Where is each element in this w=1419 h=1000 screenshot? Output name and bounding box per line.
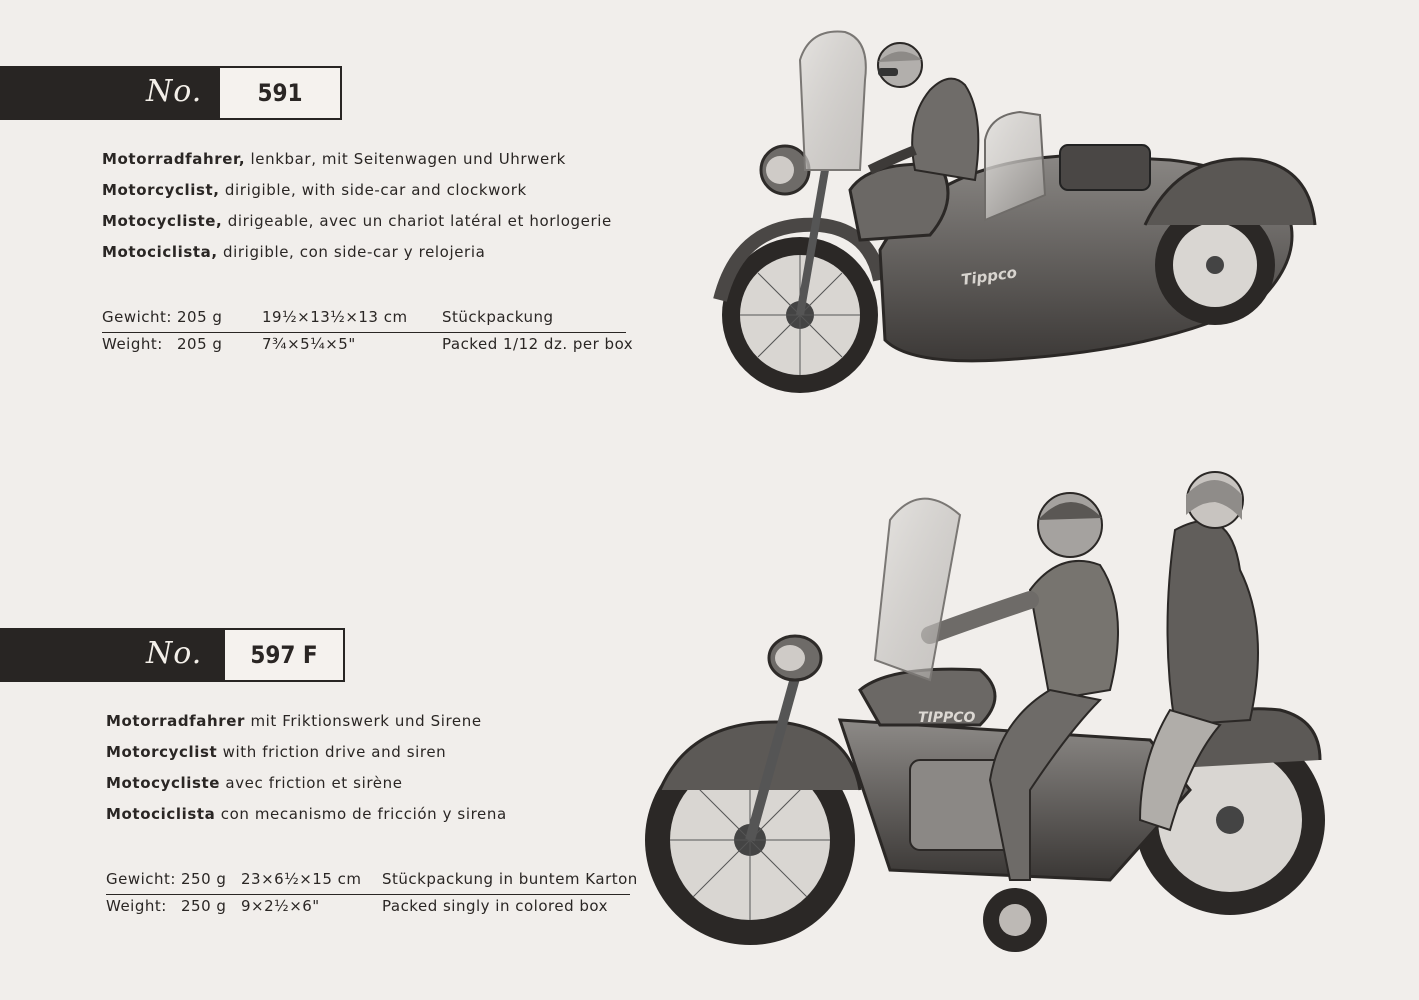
spec-size: 23×6½×15 cm [241,870,362,888]
spec-row-en: Weight: 250 g 9×2½×6" Packed singly in c… [106,895,630,921]
spec-label: Weight: [102,335,163,353]
number-prefix: No. [146,74,203,109]
product-591: No. 591 Motorradfahrer, lenkbar, mit Sei… [0,0,1419,420]
spec-row-en: Weight: 205 g 7¾×5¼×5" Packed 1/12 dz. p… [102,333,633,359]
description-fr: Motocycliste avec friction et sirène [106,774,403,792]
spec-size: 19½×13½×13 cm [262,308,408,326]
description-de: Motorradfahrer mit Friktionswerk und Sir… [106,712,482,730]
spec-row-de: Gewicht: 250 g 23×6½×15 cm Stückpackung … [106,868,637,895]
description-en: Motorcyclist with friction drive and sir… [106,743,447,761]
spec-packing: Packed 1/12 dz. per box [442,335,634,353]
number-banner: No. 597 F [0,628,345,682]
spec-weight: 250 g [181,870,227,888]
product-number: 591 [218,66,342,120]
spec-label: Gewicht: [106,870,176,888]
sidecar-motorcycle-drawing: Tippco [713,30,1317,393]
spec-size: 7¾×5¼×5" [262,335,356,353]
spec-packing: Stückpackung in buntem Karton [382,870,638,888]
number-banner: No. 591 [0,66,342,120]
description-fr: Motocycliste, dirigeable, avec un chario… [102,212,612,230]
spec-packing: Packed singly in colored box [382,897,608,915]
description-es: Motociclista con mecanismo de fricción y… [106,805,507,823]
description-de: Motorradfahrer, lenkbar, mit Seitenwagen… [102,150,566,168]
motorcycle-passenger-drawing: TIPPCO [645,471,1325,952]
description-list: Motorradfahrer mit Friktionswerk und Sir… [106,712,507,836]
description-list: Motorradfahrer, lenkbar, mit Seitenwagen… [102,150,612,274]
description-es: Motociclista, dirigible, con side-car y … [102,243,486,261]
spec-packing: Stückpackung [442,308,554,326]
spec-size: 9×2½×6" [241,897,320,915]
sidecar-motorcycle-illustration: Tippco [700,20,1340,400]
specs-table: Gewicht: 205 g 19½×13½×13 cm Stückpackun… [102,306,633,359]
specs-table: Gewicht: 250 g 23×6½×15 cm Stückpackung … [106,868,637,921]
spec-weight: 205 g [177,308,223,326]
motorcycle-with-passenger-illustration: TIPPCO [630,460,1350,990]
tank-brand-label: TIPPCO [918,710,976,726]
product-number: 597 F [223,628,345,682]
number-prefix: No. [146,636,203,671]
spec-label: Weight: [106,897,167,915]
spec-row-de: Gewicht: 205 g 19½×13½×13 cm Stückpackun… [102,306,626,333]
description-en: Motorcyclist, dirigible, with side-car a… [102,181,527,199]
spec-weight: 205 g [177,335,223,353]
spec-weight: 250 g [181,897,227,915]
product-597f: No. 597 F Motorradfahrer mit Friktionswe… [0,430,1419,1000]
spec-label: Gewicht: [102,308,172,326]
